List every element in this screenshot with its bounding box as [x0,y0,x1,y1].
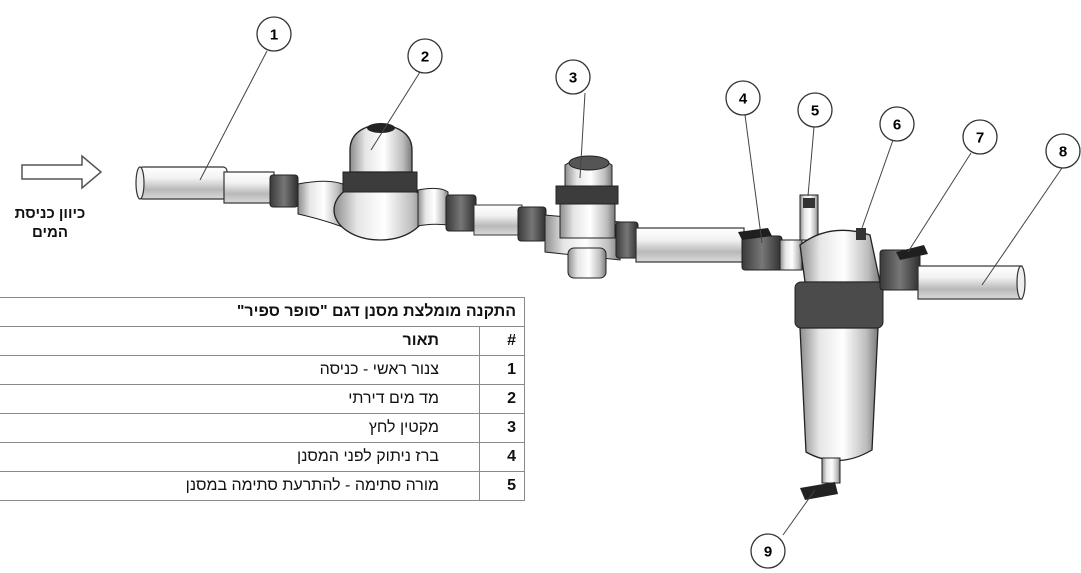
legend-num-header: # [479,326,525,356]
water-meter [297,123,523,241]
legend-title: התקנה מומלצת מסנן דגם "סופר ספיר" [0,297,525,327]
row-description: מד מים דירתי [0,384,480,414]
legend-desc-header: תאור [0,326,480,356]
row-number: 1 [479,355,525,385]
flow-label-line-1: כיוון כניסת [14,205,86,222]
table-row: 1 צנור ראשי - כניסה [0,355,525,385]
callout-number: 9 [764,544,772,561]
callout-number: 5 [811,103,819,120]
inlet-pipe [135,166,299,208]
filter-unit [794,228,884,500]
callout-6: 6 [879,106,915,142]
callout-7: 7 [962,119,998,155]
flow-label-line-2: המים [31,224,69,241]
legend-title-row: התקנה מומלצת מסנן דגם "סופר ספיר" [0,297,525,327]
callout-number: 1 [270,27,278,44]
middle-pipe [635,227,745,263]
shutoff-valve [738,228,803,271]
row-description: צנור ראשי - כניסה [0,355,480,385]
callout-number: 8 [1059,144,1067,161]
row-description: ברז ניתוק לפני המסנן [0,442,480,472]
outlet-pipe [917,265,1026,300]
callout-8: 8 [1045,133,1081,169]
callout-number: 2 [421,49,429,66]
pressure-reducer [517,155,639,279]
callout-4: 4 [725,80,761,116]
flow-direction-label: כיוון כניסת המים [0,204,100,242]
callout-1: 1 [256,16,292,52]
callout-number: 4 [739,91,748,108]
callout-5: 5 [797,92,833,128]
table-row: 3 מקטין לחץ [0,413,525,443]
row-number: 2 [479,384,525,414]
leader-lines [199,50,1063,536]
callout-9: 9 [750,533,786,569]
clog-indicator [799,194,819,241]
callout-2: 2 [407,38,443,74]
outlet-valve [879,245,928,291]
legend-table: התקנה מומלצת מסנן דגם "סופר ספיר" # תאור… [0,297,525,501]
table-row: 4 ברז ניתוק לפני המסנן [0,442,525,472]
row-number: 4 [479,442,525,472]
table-row: 2 מד מים דירתי [0,384,525,414]
row-number: 5 [479,471,525,501]
row-number: 3 [479,413,525,443]
callout-number: 6 [893,117,901,134]
callout-3: 3 [555,59,591,95]
callout-number: 3 [569,70,577,87]
row-description: מקטין לחץ [0,413,480,443]
flow-direction-arrow-icon [21,154,103,190]
table-row: 5 מורה סתימה - להתרעת סתימה במסנן [0,471,525,501]
legend-header-row: # תאור [0,326,525,356]
callout-number: 7 [976,130,984,147]
row-description: מורה סתימה - להתרעת סתימה במסנן [0,471,480,501]
